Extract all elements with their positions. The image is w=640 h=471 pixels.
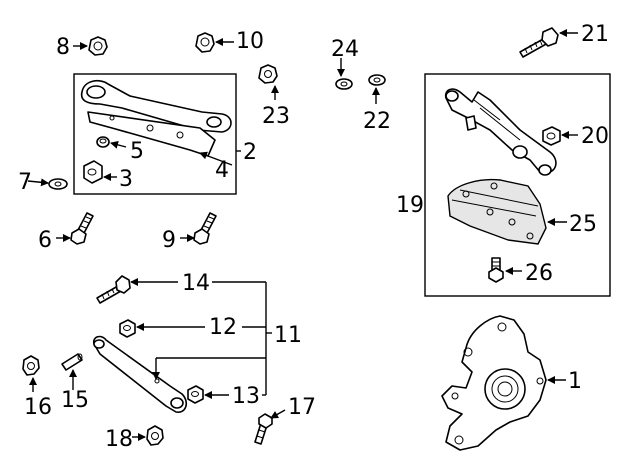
callout-13: 13 [232,384,260,409]
part-19-trailing-arm[interactable] [444,88,557,176]
part-12-bushing[interactable] [119,319,205,338]
callout-16: 16 [24,395,52,420]
part-9-bolt[interactable] [180,212,217,245]
part-4-upper-arm[interactable] [80,79,233,166]
part-8-nut[interactable] [73,36,108,56]
callout-7: 7 [18,170,32,195]
callout-23: 23 [262,104,290,129]
part-21-bolt[interactable] [519,27,578,58]
part-5-bushing[interactable] [96,136,127,149]
part-23-nut[interactable] [258,64,279,100]
callout-11: 11 [274,323,302,348]
part-24-washer[interactable] [335,58,353,90]
part-25-cover-plate[interactable] [447,178,567,245]
callout-19: 19 [396,193,424,218]
part-26-bolt[interactable] [488,257,522,283]
part-13-bushing[interactable] [187,385,229,404]
bracket-11 [152,281,272,396]
callout-5: 5 [130,139,144,164]
part-7-washer[interactable] [27,178,68,190]
callout-26: 26 [525,261,553,286]
part-14-bolt[interactable] [96,275,178,304]
part-11-lateral-link[interactable] [92,335,188,413]
part-22-washer[interactable] [368,74,386,104]
callout-17: 17 [288,395,316,420]
callout-2: 2 [243,140,257,165]
callout-22: 22 [363,109,391,134]
upper-arm-group-box [73,73,237,195]
part-10-nut[interactable] [195,32,234,53]
part-17-bolt[interactable] [254,409,286,445]
part-16-nut[interactable] [22,355,40,392]
callout-4: 4 [215,158,229,183]
callout-21: 21 [581,22,609,47]
callout-10: 10 [236,29,264,54]
part-1-knuckle[interactable] [441,315,566,451]
part-18-nut[interactable] [132,425,164,446]
callout-15: 15 [61,388,89,413]
callout-24: 24 [331,37,359,62]
part-3-bushing[interactable] [83,160,117,184]
part-20-bushing[interactable] [542,126,578,146]
trailing-arm-group-box [424,73,611,297]
callout-14: 14 [182,271,210,296]
callout-8: 8 [56,35,70,60]
callout-12: 12 [209,315,237,340]
callout-25: 25 [569,212,597,237]
callout-1: 1 [568,369,582,394]
callout-9: 9 [162,228,176,253]
callout-6: 6 [38,228,52,253]
part-15-pin[interactable] [61,353,83,390]
callout-3: 3 [119,167,133,192]
callout-18: 18 [105,427,133,452]
callout-20: 20 [581,124,609,149]
part-6-bolt[interactable] [56,212,94,245]
